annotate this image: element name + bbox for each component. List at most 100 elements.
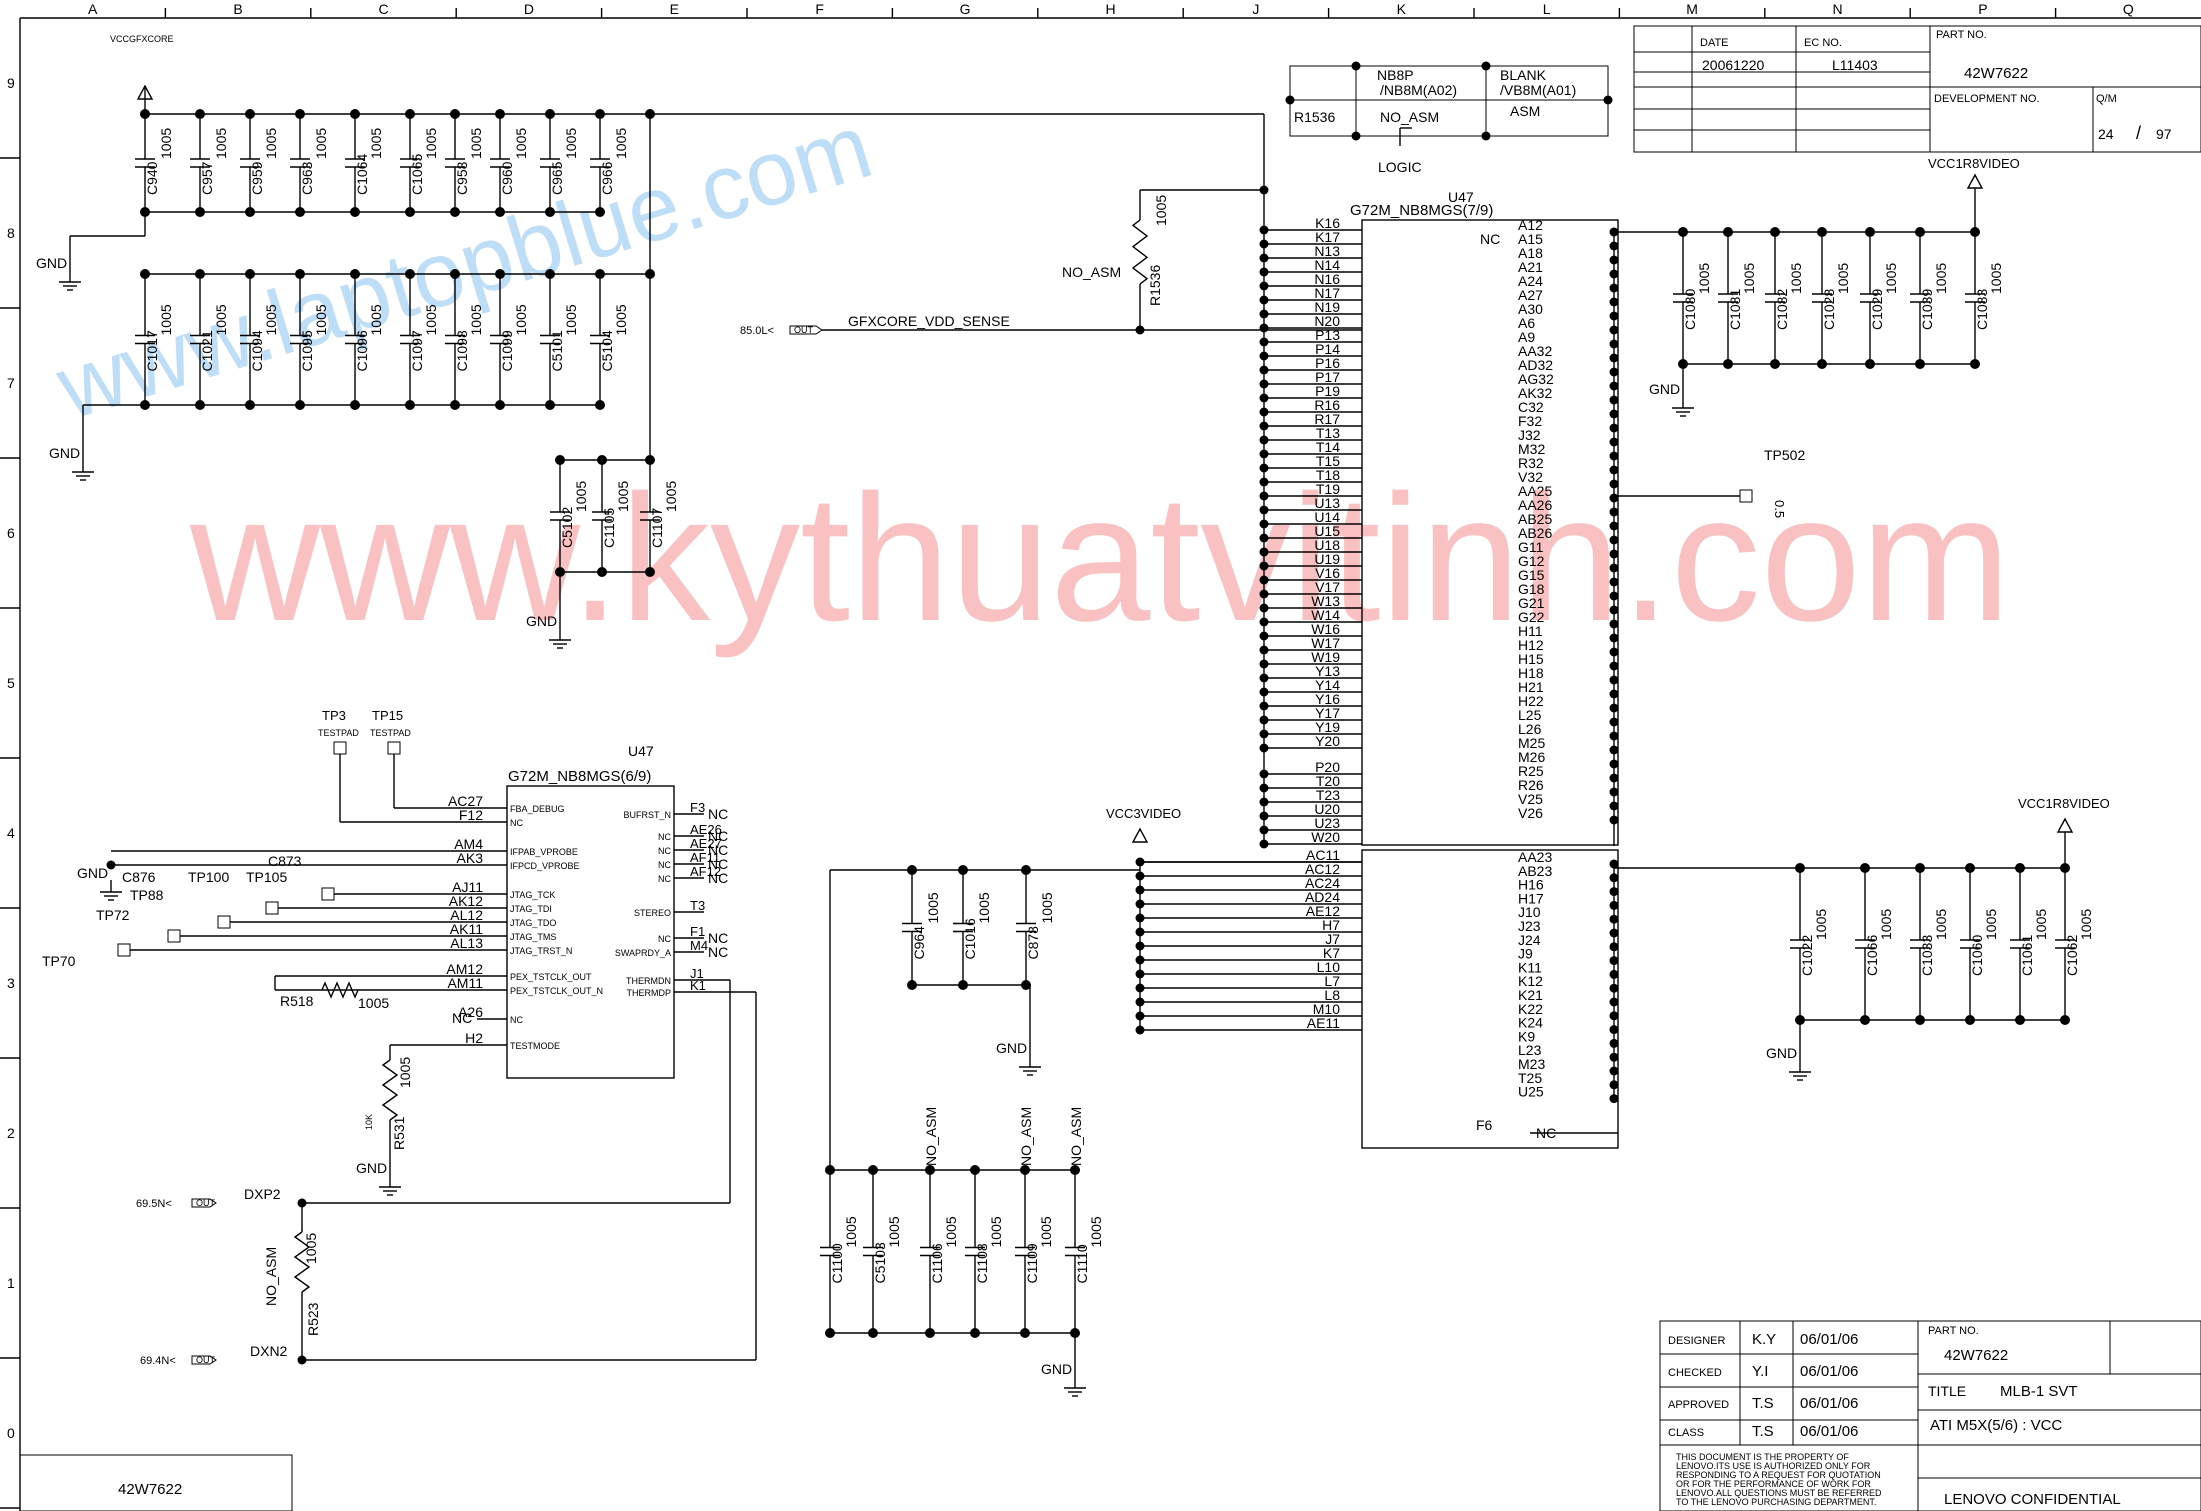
pin-G21: G21 (1518, 595, 1545, 611)
cap-ref: C957 (199, 161, 215, 195)
junction-dot (1609, 325, 1619, 335)
junction-dot (1609, 887, 1619, 897)
nc-label: NC (708, 842, 728, 858)
pin-a15-nc: NC (1480, 231, 1500, 247)
cap-package: 1005 (1039, 892, 1055, 923)
title-block (1659, 1320, 2201, 1511)
column-label: N (1832, 1, 1842, 17)
pin-A21: A21 (1518, 259, 1543, 275)
option-nb8m: /NB8M(A02) (1380, 82, 1457, 98)
pin-H7: H7 (1322, 917, 1340, 933)
tp105-label: TP105 (246, 869, 287, 885)
offpage-connector (789, 325, 823, 335)
corner-box (19, 1454, 293, 1511)
option-vb8m: /VB8M(A01) (1500, 82, 1576, 98)
cap-ref: C1096 (354, 330, 370, 371)
ground-label: GND (1649, 381, 1680, 397)
pin-f6: F6 (1476, 1117, 1493, 1133)
cap-package: 1005 (886, 1216, 902, 1247)
cap-package: 1005 (1883, 263, 1899, 294)
tb-notice-line: OR FOR THE PERFORMANCE OF WORK FOR (1676, 1479, 1871, 1489)
sheet-total: 97 (2156, 126, 2172, 142)
column-label: Q (2123, 1, 2134, 17)
junction-dot (1609, 983, 1619, 993)
tb-notice-line: THIS DOCUMENT IS THE PROPERTY OF (1676, 1452, 1849, 1462)
junction-dot (1259, 617, 1269, 627)
junction-dot (1259, 589, 1269, 599)
cap-package: 1005 (1088, 1216, 1104, 1247)
pin-K16: K16 (1315, 215, 1340, 231)
pin-AG32: AG32 (1518, 371, 1554, 387)
pin-A30: A30 (1518, 301, 1543, 317)
tp88-label: TP88 (130, 887, 164, 903)
junction-dot (1259, 575, 1269, 585)
junction-dot (1609, 873, 1619, 883)
ground-label: GND (356, 1160, 387, 1176)
pin-U19: U19 (1314, 551, 1340, 567)
pin-J24: J24 (1518, 932, 1541, 948)
junction-dot (1609, 745, 1619, 755)
pin-name-AK3: IFPCD_VPROBE (510, 861, 580, 871)
cap-ref: C1016 (962, 918, 978, 959)
tp100-label: TP100 (188, 869, 229, 885)
junction-dot (1609, 367, 1619, 377)
r523-ref: R523 (305, 1302, 321, 1336)
cap-package: 1005 (943, 1216, 959, 1247)
pin-K11: K11 (1518, 959, 1542, 975)
cap-ref: C1109 (1024, 1243, 1040, 1283)
junction-dot (1609, 577, 1619, 587)
pin-name-AE26: NC (658, 832, 671, 842)
pin-L23: L23 (1518, 1042, 1542, 1058)
r1536-noasm: NO_ASM (1062, 264, 1121, 280)
noasm-tag: NO_ASM (1018, 1107, 1034, 1166)
nc-label: NC (708, 806, 728, 822)
junction-dot (1609, 900, 1619, 910)
pin-L8: L8 (1324, 987, 1340, 1003)
pin-R16: R16 (1314, 397, 1340, 413)
cap-ref: C1017 (144, 330, 160, 371)
column-label: J (1252, 1, 1259, 17)
junction-dot (1259, 783, 1269, 793)
pin-C32: C32 (1518, 399, 1544, 415)
pin-L26: L26 (1518, 721, 1542, 737)
pin-A6: A6 (1518, 315, 1535, 331)
pin-name-AF12: NC (658, 874, 671, 884)
pin-AM4: AM4 (454, 836, 483, 852)
junction-dot (1609, 801, 1619, 811)
pin-U13: U13 (1314, 495, 1340, 511)
pin-N14: N14 (1314, 257, 1340, 273)
pin-F32: F32 (1518, 413, 1542, 429)
pin-name-AC27: FBA_DEBUG (510, 804, 565, 814)
pin-AK12: AK12 (449, 893, 483, 909)
cap-package: 1005 (1696, 263, 1712, 294)
junction-dot (1609, 1011, 1619, 1021)
junction-dot (1259, 491, 1269, 501)
u47-ref: U47 (1448, 189, 1474, 205)
pin-AB23: AB23 (1518, 863, 1552, 879)
u47b-ref: U47 (628, 743, 654, 759)
junction-dot (1259, 729, 1269, 739)
u47b-block (506, 785, 675, 1079)
row-label: 4 (7, 825, 15, 841)
junction-dot (1259, 323, 1269, 333)
junction-dot (1609, 997, 1619, 1007)
column-label: C (378, 1, 388, 17)
junction-dot (1259, 309, 1269, 319)
tb-initials: K.Y (1752, 1331, 1776, 1348)
pin-U23: U23 (1314, 815, 1340, 831)
ground-label: GND (996, 1040, 1027, 1056)
pin-P14: P14 (1315, 341, 1340, 357)
cap-package: 1005 (213, 128, 229, 159)
option-noasm: NO_ASM (1380, 109, 1439, 125)
tb-date: 06/01/06 (1800, 1423, 1858, 1440)
c873-ref: C873 (268, 853, 302, 869)
pin-H15: H15 (1518, 651, 1544, 667)
tb-notice-line: TO THE LENOVO PURCHASING DEPARTMENT. (1676, 1497, 1876, 1507)
tb-part: 42W7622 (1944, 1347, 2008, 1364)
column-label: M (1686, 1, 1698, 17)
testpad-label: TESTPAD (318, 728, 359, 738)
tb-notice-line: RESPONDING TO A REQUEST FOR QUOTATION (1676, 1470, 1881, 1480)
nc-label: NC (708, 944, 728, 960)
pin-W20: W20 (1311, 829, 1340, 845)
